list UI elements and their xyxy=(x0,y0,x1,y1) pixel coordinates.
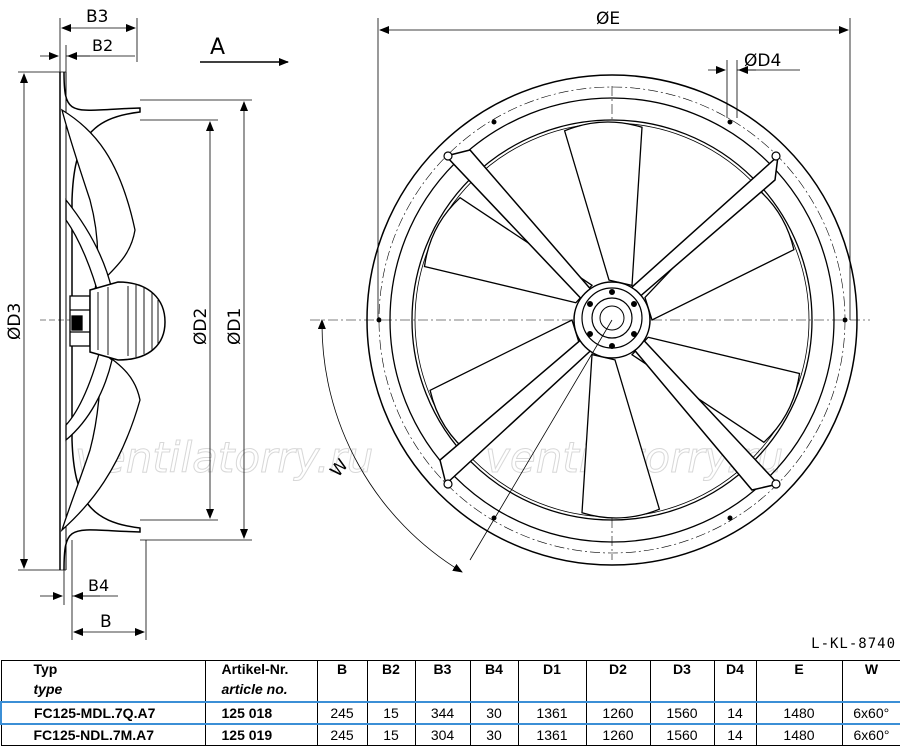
dim-label-e: ØE xyxy=(596,9,620,29)
cell-b: 245 xyxy=(316,723,368,746)
fan-blade xyxy=(423,196,593,304)
cell-w: 6x60° xyxy=(841,701,900,725)
table-header-row: Typ Artikel-Nr. B B2 B3 B4 D1 D2 D3 D4 E… xyxy=(0,660,900,702)
header-d2: D2 xyxy=(585,660,651,702)
header-b3: B3 xyxy=(414,660,471,702)
dim-label-d4: ØD4 xyxy=(744,51,781,71)
table-row[interactable]: FC125-MDL.7Q.A7 125 018 245 15 344 30 13… xyxy=(0,701,900,725)
cell-d4: 14 xyxy=(713,723,757,746)
fan-technical-drawing: ventilatorry.ru ventilatorry.ru xyxy=(5,7,870,640)
cell-b2: 15 xyxy=(366,701,416,725)
fan-blade xyxy=(581,353,661,519)
header-d1: D1 xyxy=(517,660,587,702)
cell-d2: 1260 xyxy=(585,701,651,725)
cell-e: 1480 xyxy=(755,701,843,725)
header-w: W xyxy=(841,660,900,702)
table-row[interactable]: FC125-NDL.7M.A7 125 019 245 15 304 30 13… xyxy=(0,723,900,746)
spec-table: Typ Artikel-Nr. B B2 B3 B4 D1 D2 D3 D4 E… xyxy=(0,660,900,746)
cell-b4: 30 xyxy=(469,723,519,746)
dim-label-b4: B4 xyxy=(88,576,109,595)
fan-blade xyxy=(563,121,643,287)
header-typ: Typ xyxy=(0,660,206,681)
dim-label-b: B xyxy=(100,612,112,632)
header-d4: D4 xyxy=(713,660,757,702)
header-d3: D3 xyxy=(649,660,715,702)
table-header-row-en: type article no. xyxy=(0,681,900,703)
cell-b2: 15 xyxy=(366,723,416,746)
header-b2: B2 xyxy=(366,660,416,702)
cell-b3: 304 xyxy=(414,723,471,746)
cell-d1: 1361 xyxy=(517,701,587,725)
dim-label-b3: B3 xyxy=(86,7,108,27)
header-b: B xyxy=(316,660,368,702)
cell-d4: 14 xyxy=(713,701,757,725)
cell-typ: FC125-NDL.7M.A7 xyxy=(0,723,206,746)
dim-label-d3: ØD3 xyxy=(5,303,25,340)
header-e: E xyxy=(755,660,843,702)
cell-d1: 1361 xyxy=(517,723,587,746)
cell-b3: 344 xyxy=(414,701,471,725)
front-view xyxy=(310,18,870,573)
dim-label-d2: ØD2 xyxy=(191,308,211,345)
view-arrow-label: A xyxy=(210,35,225,60)
fan-blade xyxy=(644,183,795,321)
cell-artikel: 125 018 xyxy=(204,701,318,725)
header-b4: B4 xyxy=(469,660,519,702)
fan-blade xyxy=(631,336,801,444)
dim-label-b2: B2 xyxy=(92,36,113,55)
cell-w: 6x60° xyxy=(841,723,900,746)
cell-b4: 30 xyxy=(469,701,519,725)
header-artikel: Artikel-Nr. xyxy=(204,660,318,681)
side-view xyxy=(18,18,289,640)
cell-b: 245 xyxy=(316,701,368,725)
cell-artikel: 125 019 xyxy=(204,723,318,746)
cell-d2: 1260 xyxy=(585,723,651,746)
header-artikel-en: article no. xyxy=(204,681,318,703)
cell-d3: 1560 xyxy=(649,701,715,725)
cell-e: 1480 xyxy=(755,723,843,746)
dim-label-d1: ØD1 xyxy=(225,308,245,345)
header-typ-en: type xyxy=(0,681,206,703)
cell-typ: FC125-MDL.7Q.A7 xyxy=(0,701,206,725)
cell-d3: 1560 xyxy=(649,723,715,746)
drawing-code: L-KL-8740 xyxy=(811,636,896,652)
